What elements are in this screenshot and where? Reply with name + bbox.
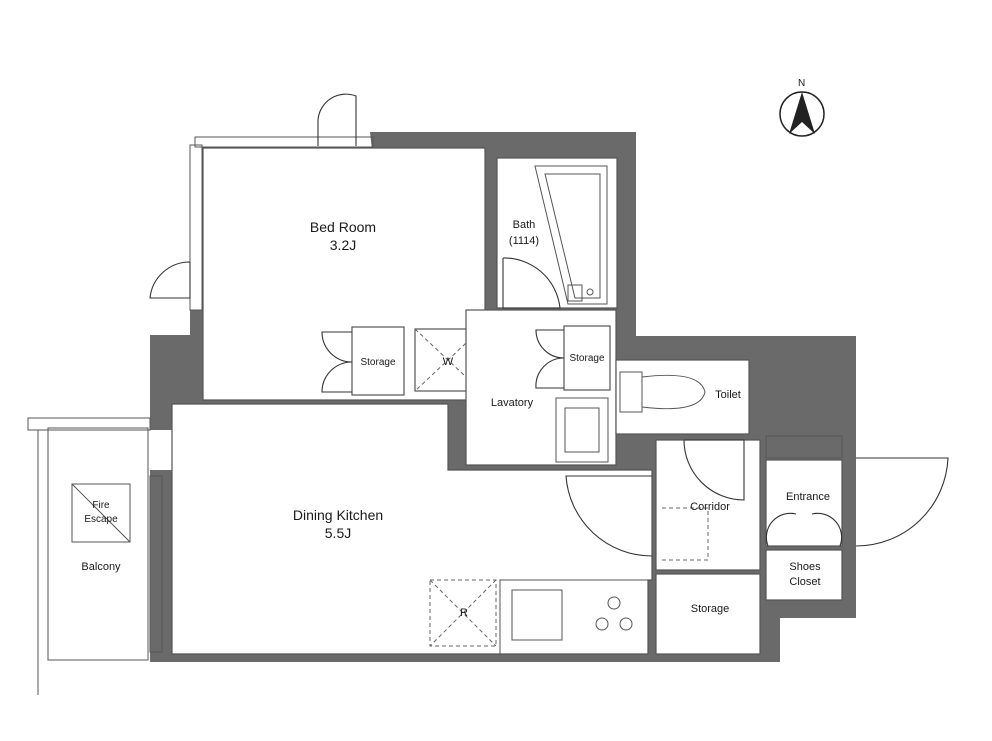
wash-basin bbox=[555, 397, 609, 463]
entrance-label: Entrance bbox=[786, 491, 830, 503]
stove-burner-3 bbox=[619, 617, 633, 631]
storage-lav-label: Storage bbox=[569, 353, 604, 364]
storage-main-label: Storage bbox=[691, 603, 730, 615]
balcony-area bbox=[47, 427, 149, 661]
entrance-step bbox=[765, 435, 843, 459]
entrance-door bbox=[855, 457, 949, 547]
storage-lav-door-b bbox=[535, 357, 565, 389]
shoes-closet-line1: Shoes bbox=[789, 561, 821, 573]
dining-kitchen-area bbox=[171, 403, 653, 655]
fire-escape-line1: Fire bbox=[92, 500, 110, 511]
storage-bed-label: Storage bbox=[360, 357, 395, 368]
storage-lav-door-a bbox=[535, 329, 565, 359]
bath-door bbox=[502, 257, 561, 309]
north-compass: N bbox=[779, 78, 825, 137]
fire-escape-line2: Escape bbox=[84, 514, 118, 525]
balcony-label: Balcony bbox=[81, 561, 121, 573]
bathtub bbox=[534, 165, 608, 305]
fire-escape-diagonal bbox=[71, 483, 131, 543]
bathtub-inner bbox=[544, 173, 601, 299]
bed-room-name: Bed Room bbox=[310, 219, 376, 235]
compass-letter: N bbox=[798, 78, 805, 89]
dining-kitchen-size: 5.5J bbox=[325, 525, 351, 541]
bed-balcony-door bbox=[317, 93, 357, 146]
shoes-closet-line2: Closet bbox=[789, 576, 820, 588]
toilet-door bbox=[683, 439, 745, 501]
toilet-label: Toilet bbox=[715, 389, 741, 401]
corridor-label: Corridor bbox=[690, 501, 730, 513]
storage-bed-area bbox=[351, 326, 405, 396]
toilet-bowl bbox=[641, 374, 706, 410]
refrigerator-area bbox=[429, 579, 497, 647]
bed-room-west-window bbox=[189, 144, 203, 311]
refrigerator-label: R bbox=[460, 607, 468, 619]
storage-bed-door-b bbox=[321, 361, 353, 393]
bath-size: (1114) bbox=[509, 235, 539, 247]
bath-faucet bbox=[567, 284, 583, 302]
storage-lav-area bbox=[563, 325, 611, 391]
dining-kitchen-name: Dining Kitchen bbox=[293, 507, 383, 523]
entrance-area bbox=[765, 459, 843, 547]
wash-basin-bowl bbox=[564, 407, 600, 453]
shoes-door-b bbox=[811, 512, 843, 547]
storage-bed-door-a bbox=[321, 331, 353, 363]
lavatory-label: Lavatory bbox=[491, 397, 534, 409]
kitchen-sink bbox=[511, 589, 563, 641]
storage-main-area bbox=[655, 573, 761, 655]
fridge-cross-2 bbox=[429, 579, 497, 647]
bath-name: Bath bbox=[513, 219, 536, 231]
compass-arrow bbox=[789, 92, 815, 134]
bed-west-door bbox=[149, 261, 191, 299]
washer-label: W bbox=[443, 356, 454, 368]
stove-burner-2 bbox=[595, 617, 609, 631]
dk-west-window bbox=[149, 475, 163, 653]
balcony-slab bbox=[27, 417, 151, 431]
kitchen-counter bbox=[499, 579, 649, 655]
bed-room-window bbox=[194, 136, 374, 148]
bath-drain bbox=[586, 288, 594, 296]
shoes-closet-area bbox=[765, 549, 843, 601]
fire-escape-hatch bbox=[71, 483, 131, 543]
doors bbox=[149, 93, 949, 561]
stove-burner-1 bbox=[607, 596, 621, 610]
bed-room-size: 3.2J bbox=[330, 237, 356, 253]
corridor-dashed-door bbox=[662, 507, 709, 561]
shoes-door-a bbox=[765, 512, 797, 547]
fridge-cross-1 bbox=[429, 579, 497, 647]
bath-area bbox=[496, 157, 618, 309]
dk-corridor-door bbox=[565, 475, 653, 557]
